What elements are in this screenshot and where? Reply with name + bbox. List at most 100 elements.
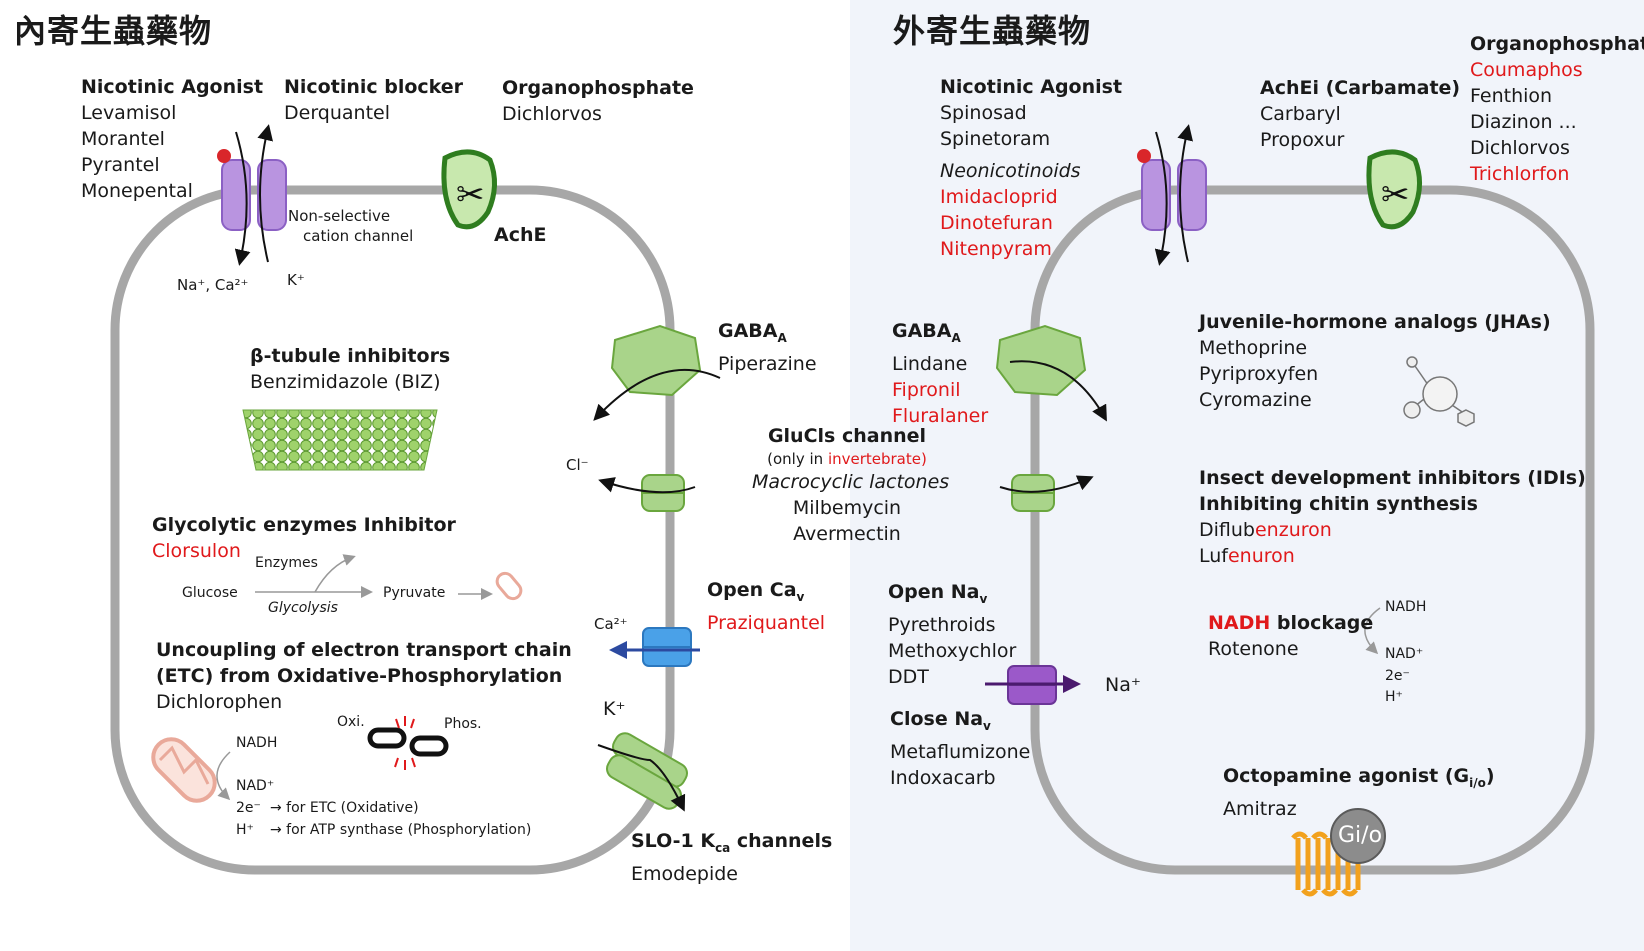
open-cav-heading: Open Ca <box>707 579 797 601</box>
left-proton-label: H⁺ <box>236 822 254 838</box>
left-nicotinic-agonist-block: Nicotinic Agonist Levamisol Morantel Pyr… <box>81 74 263 204</box>
slo1-sub: ca <box>715 840 731 855</box>
gio-label: Gi/o <box>1338 823 1383 848</box>
macrocyclic-lactones-label: Macrocyclic lactones <box>752 471 950 493</box>
left-cell-membrane <box>110 185 675 875</box>
octopamine-heading: Octopamine agonist (G <box>1223 765 1470 787</box>
achei-heading: AchEi (Carbamate) <box>1260 77 1461 99</box>
drug-methoxychlor: Methoxychlor <box>888 639 1017 662</box>
left-nadh-label: NADH <box>236 735 278 751</box>
ca-ion-label: Ca²⁺ <box>594 615 628 633</box>
right-ache-enzyme: ✂ <box>1366 149 1422 230</box>
uncoupling-block: Uncoupling of electron transport chain (… <box>156 637 572 715</box>
close-nav-heading: Close Na <box>890 708 984 730</box>
drug-praziquantel: Praziquantel <box>707 611 826 634</box>
drug-dichlorvos-right: Dichlorvos <box>1470 137 1570 159</box>
close-nav-sub: v <box>983 718 991 733</box>
left-nicotinic-agonist-heading: Nicotinic Agonist <box>81 76 264 98</box>
drug-derquantel: Derquantel <box>284 102 391 124</box>
glycolysis-arrows <box>255 554 493 600</box>
idi-line2: Inhibiting chitin synthesis <box>1199 493 1478 515</box>
drug-imidacloprid: Imidacloprid <box>940 186 1058 208</box>
drug-pyriproxyfen: Pyriproxyfen <box>1199 363 1319 385</box>
slo1-block: SLO-1 Kca channels Emodepide <box>631 828 832 887</box>
pyruvate-label: Pyruvate <box>383 585 446 601</box>
right-nad-label: NAD⁺ <box>1385 646 1424 662</box>
right-nicotinic-agonist-heading: Nicotinic Agonist <box>940 76 1123 98</box>
left-cav-channel <box>609 627 700 667</box>
glycolytic-heading: Glycolytic enzymes Inhibitor <box>152 514 456 536</box>
phos-label: Phos. <box>444 716 482 732</box>
left-proton-note: → for ATP synthase (Phosphorylation) <box>270 822 532 838</box>
right-organophosphate-heading: Organophosphate <box>1470 33 1644 55</box>
slo1-heading-end: channels <box>730 830 833 852</box>
nadh-blockage-block: NADH blockage Rotenone <box>1208 610 1373 662</box>
btubule-heading: β-tubule inhibitors <box>250 345 451 367</box>
left-open-cav-block: Open Cav Praziquantel <box>707 577 825 636</box>
octopamine-sub: i/o <box>1469 775 1486 790</box>
only-in-label: (only in <box>767 450 828 468</box>
right-glucl-channel <box>999 474 1094 512</box>
drug-coumaphos: Coumaphos <box>1470 59 1583 81</box>
glucose-label: Glucose <box>182 585 238 601</box>
k-ion-label: K⁺ <box>603 698 626 720</box>
drug-fluralaner: Fluralaner <box>892 404 989 427</box>
svg-text:✂: ✂ <box>456 175 485 215</box>
nicotinic-blocker-heading: Nicotinic blocker <box>284 76 464 98</box>
drug-indoxacarb: Indoxacarb <box>890 766 996 789</box>
right-gaba-block: GABAA Lindane Fipronil Fluralaner <box>892 318 988 429</box>
uncoupling-line2: (ETC) from Oxidative-Phosphorylation <box>156 665 563 687</box>
nonselective-line1: Non-selective <box>288 207 391 225</box>
drug-lindane: Lindane <box>892 352 968 375</box>
drug-dichlorophen: Dichlorophen <box>156 691 283 713</box>
right-title: 外寄生蟲藥物 <box>893 12 1092 50</box>
glycolytic-block: Glycolytic enzymes Inhibitor Clorsulon <box>152 512 456 564</box>
oxi-label: Oxi. <box>337 714 365 730</box>
right-nicotinic-channel <box>1137 124 1207 266</box>
right-gaba-channel <box>995 324 1107 422</box>
drug-benzimidazole: Benzimidazole (BIZ) <box>250 371 441 393</box>
left-electron-label: 2e⁻ <box>236 800 261 816</box>
open-nav-sub: v <box>979 591 988 606</box>
drug-carbaryl: Carbaryl <box>1260 103 1341 125</box>
drug-avermectin: Avermectin <box>793 523 901 545</box>
nonselective-cation-channel-label: Non-selective cation channel <box>288 206 413 246</box>
drug-levamisol: Levamisol <box>81 102 177 124</box>
invertebrate-label: invertebrate) <box>827 450 927 468</box>
right-gaba-sub: A <box>951 330 961 345</box>
right-nadh-label: NADH <box>1385 599 1427 615</box>
right-panel-background <box>850 0 1644 951</box>
right-nadh-arrow <box>1364 607 1381 655</box>
drug-pyrantel: Pyrantel <box>81 154 160 176</box>
gpcr-octopamine-receptor <box>1291 808 1386 897</box>
octopamine-heading-end: ) <box>1485 765 1495 787</box>
glucls-block: GluCls channel (only in invertebrate) Ma… <box>752 423 950 547</box>
diflubenzuron-part1: Diflub <box>1199 519 1255 541</box>
nonselective-line2: cation channel <box>303 227 414 245</box>
close-nav-block: Close Nav Metaflumizone Indoxacarb <box>890 706 1030 791</box>
left-nadh-arrow <box>216 751 231 801</box>
slo1-channel <box>597 732 688 812</box>
drug-propoxur: Propoxur <box>1260 129 1345 151</box>
ions-na-ca-label: Na⁺, Ca²⁺ <box>177 276 249 294</box>
open-nav-heading: Open Na <box>888 581 980 603</box>
ion-k-top-label: K⁺ <box>287 271 305 289</box>
drug-cyromazine: Cyromazine <box>1199 389 1312 411</box>
drug-nitenpyram: Nitenpyram <box>940 238 1052 260</box>
drug-amitraz: Amitraz <box>1223 797 1297 820</box>
drug-clorsulon: Clorsulon <box>152 540 241 562</box>
left-electron-note: → for ETC (Oxidative) <box>270 800 419 816</box>
left-gaba-sub: A <box>777 330 787 345</box>
drug-diazinon: Diazinon ... <box>1470 111 1577 133</box>
jha-block: Juvenile-hormone analogs (JHAs) Methopri… <box>1199 309 1551 413</box>
glucls-heading: GluCls channel <box>767 425 927 447</box>
cl-ion-label: Cl⁻ <box>566 456 589 474</box>
drug-pyrethroids: Pyrethroids <box>888 613 996 636</box>
right-organophosphate-block: Organophosphate Coumaphos Fenthion Diazi… <box>1470 31 1644 187</box>
btubule-block: β-tubule inhibitors Benzimidazole (BIZ) <box>250 343 450 395</box>
left-gaba-block: GABAA Piperazine <box>718 318 817 377</box>
drug-emodepide: Emodepide <box>631 862 738 885</box>
octopamine-block: Octopamine agonist (Gi/o) Amitraz <box>1223 763 1495 822</box>
idi-block: Insect development inhibitors (IDIs) Inh… <box>1199 465 1586 569</box>
